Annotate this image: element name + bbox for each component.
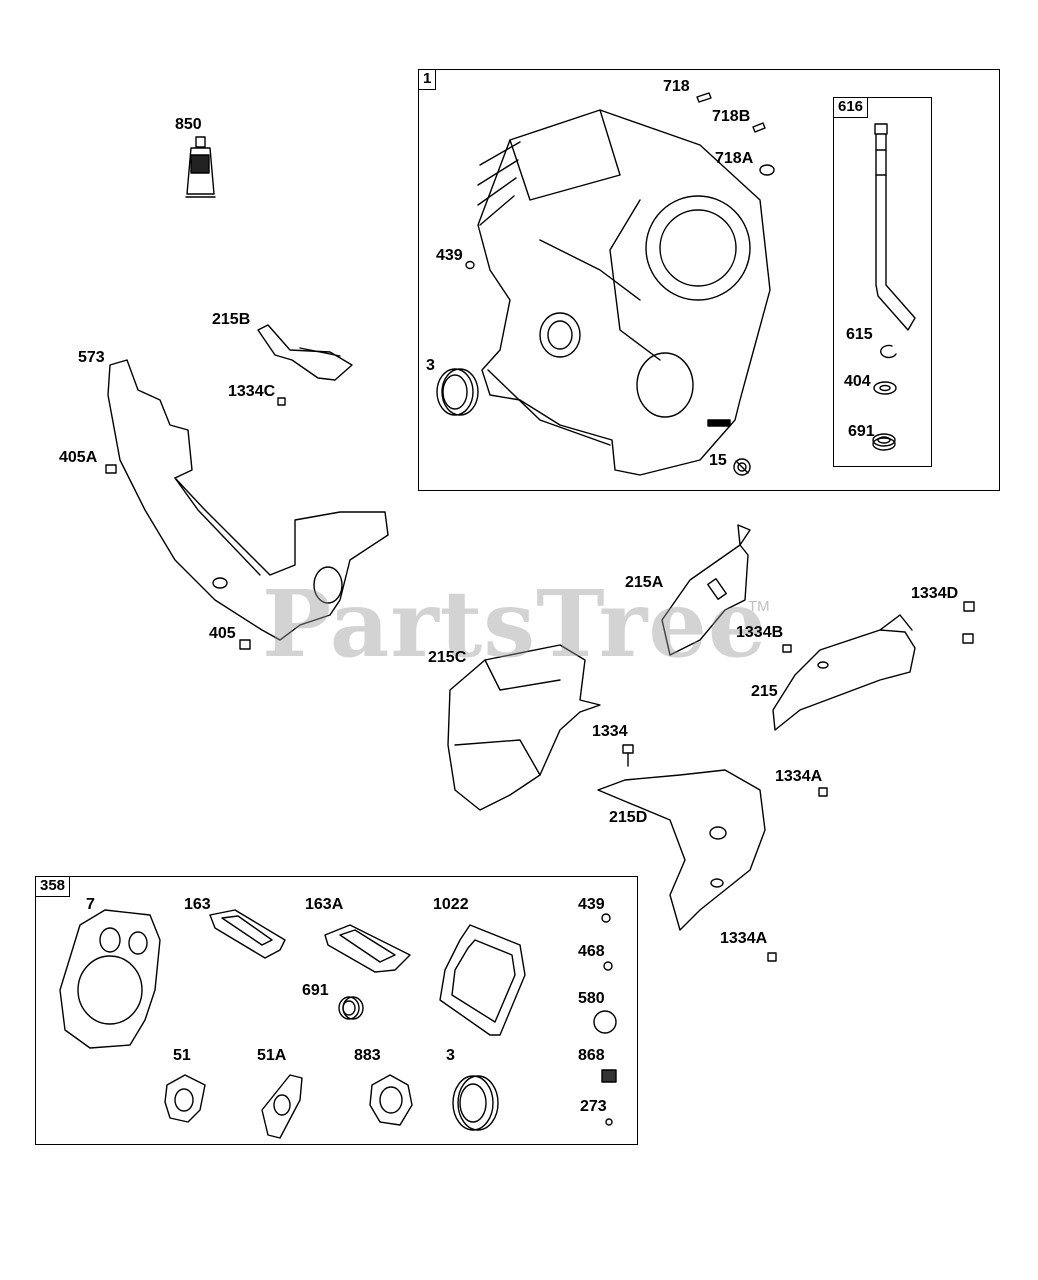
oil-seal-icon: [452, 1075, 499, 1131]
part-label-405[interactable]: 405: [209, 625, 236, 642]
o-ring-icon: [465, 260, 475, 270]
part-label-163[interactable]: 163: [184, 896, 211, 913]
part-label-1334c[interactable]: 1334C: [228, 383, 276, 400]
group-tag-dipstick[interactable]: 616: [833, 97, 869, 118]
gasket-icon: [164, 1074, 206, 1123]
gasket-icon: [324, 924, 411, 973]
part-label-51[interactable]: 51: [173, 1047, 191, 1064]
part-label-15[interactable]: 15: [709, 452, 727, 469]
part-label-691[interactable]: 691: [848, 423, 875, 440]
part-label-883[interactable]: 883: [354, 1047, 381, 1064]
gasket-set-group: [35, 876, 638, 1145]
head-gasket-icon: [59, 909, 161, 1049]
seal-icon: [872, 433, 896, 451]
part-label-868[interactable]: 868: [578, 1047, 605, 1064]
part-label-7[interactable]: 7: [86, 896, 95, 913]
dowel-pin-icon: [696, 92, 775, 176]
group-tag-gasket-set[interactable]: 358: [35, 876, 71, 897]
part-label-3[interactable]: 3: [426, 357, 435, 374]
part-label-1334b[interactable]: 1334B: [736, 624, 784, 641]
part-label-215d[interactable]: 215D: [609, 809, 648, 826]
oil-seal-icon: [436, 368, 479, 416]
watermark-trademark: TM: [748, 598, 770, 615]
part-label-215b[interactable]: 215B: [212, 311, 251, 328]
sealant-tube-icon: [185, 136, 216, 198]
part-label-1334d[interactable]: 1334D: [911, 585, 959, 602]
part-label-691-set[interactable]: 691: [302, 982, 329, 999]
part-label-405a[interactable]: 405A: [59, 449, 98, 466]
o-ring-icon: [593, 913, 617, 1126]
dipstick-group: [833, 97, 932, 467]
part-label-163a[interactable]: 163A: [305, 896, 344, 913]
part-label-404[interactable]: 404: [844, 373, 871, 390]
part-label-1334a-lower[interactable]: 1334A: [720, 930, 768, 947]
washer-icon: [873, 381, 897, 395]
part-label-3-set[interactable]: 3: [446, 1047, 455, 1064]
cap-icon: [601, 1069, 617, 1083]
part-label-718a[interactable]: 718A: [715, 150, 754, 167]
part-label-718b[interactable]: 718B: [712, 108, 751, 125]
part-label-615[interactable]: 615: [846, 326, 873, 343]
gasket-icon: [209, 909, 286, 959]
part-label-850[interactable]: 850: [175, 116, 202, 133]
heat-shield-icon: [447, 644, 601, 811]
heat-shield-icon: [597, 769, 766, 931]
dipstick-tube-icon: [874, 123, 916, 331]
gasket-icon: [369, 1074, 413, 1126]
valve-cover-gasket-icon: [439, 924, 526, 1036]
cylinder-block-icon: [477, 109, 771, 476]
part-label-51a[interactable]: 51A: [257, 1047, 287, 1064]
part-label-273[interactable]: 273: [580, 1098, 607, 1115]
part-label-1334a[interactable]: 1334A: [775, 768, 823, 785]
part-label-1022[interactable]: 1022: [433, 896, 469, 913]
clip-icon: [880, 344, 897, 359]
group-tag-block[interactable]: 1: [418, 69, 437, 90]
bracket-icon: [257, 324, 353, 381]
gasket-icon: [261, 1074, 303, 1139]
part-label-468[interactable]: 468: [578, 943, 605, 960]
seal-icon: [338, 996, 364, 1020]
part-label-215[interactable]: 215: [751, 683, 778, 700]
heat-shield-icon: [661, 524, 751, 656]
part-label-215a[interactable]: 215A: [625, 574, 664, 591]
part-label-439[interactable]: 439: [436, 247, 463, 264]
part-label-439-set[interactable]: 439: [578, 896, 605, 913]
part-label-215c[interactable]: 215C: [428, 649, 467, 666]
part-label-1334[interactable]: 1334: [592, 723, 628, 740]
engine-block-group: [418, 69, 1000, 491]
air-baffle-icon: [107, 359, 389, 641]
bushing-icon: [733, 458, 751, 476]
part-label-573[interactable]: 573: [78, 349, 105, 366]
heat-shield-icon: [772, 614, 916, 731]
part-label-580[interactable]: 580: [578, 990, 605, 1007]
part-label-718[interactable]: 718: [663, 78, 690, 95]
screw-icon: [105, 397, 975, 962]
watermark: PartsTree: [262, 570, 768, 678]
